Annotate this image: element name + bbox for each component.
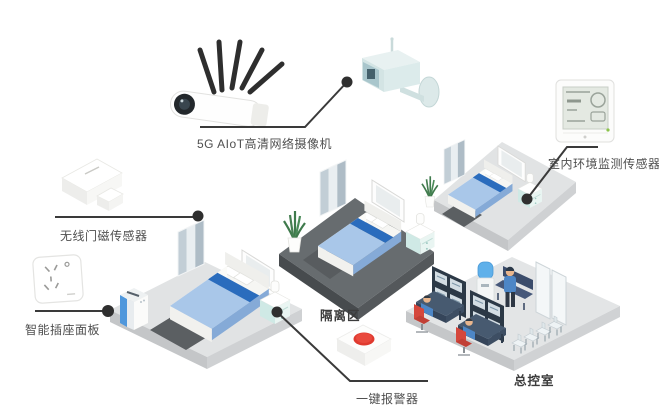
isolation-zone-label: 隔离区 xyxy=(320,308,361,323)
connector-dot xyxy=(341,76,353,88)
camera-5g-device xyxy=(169,39,285,127)
door-sensor-label: 无线门磁传感器 xyxy=(60,228,148,243)
socket-panel-label: 智能插座面板 xyxy=(25,322,100,337)
control-room-label: 总控室 xyxy=(514,373,555,388)
connectors xyxy=(35,76,598,382)
connector-env-sensor xyxy=(526,146,598,200)
bedroom-bottom-left xyxy=(110,219,302,369)
door xyxy=(535,261,567,326)
rug xyxy=(442,202,482,227)
connector-camera xyxy=(200,81,348,128)
door-sensor-device xyxy=(61,158,124,211)
air-purifier xyxy=(120,288,148,330)
env-sensor-device xyxy=(555,79,615,143)
camera-5g-label: 5G AIoT高清网络摄像机 xyxy=(197,136,332,151)
water-cooler xyxy=(476,261,495,302)
connector-dot xyxy=(271,306,283,318)
alarm-button-device xyxy=(336,324,392,366)
bedroom-top-right xyxy=(421,139,576,251)
nightstand xyxy=(405,213,435,255)
scene-camera-icon xyxy=(362,37,440,108)
connector-dot xyxy=(521,193,533,205)
security-guard xyxy=(504,266,516,307)
env-sensor-label: 室内环境监测传感器 xyxy=(548,156,659,171)
connector-dot xyxy=(192,210,204,222)
connector-alarm xyxy=(276,311,428,382)
rug xyxy=(150,314,212,350)
isolation-room xyxy=(279,159,435,320)
connector-dot xyxy=(102,305,114,317)
socket-panel-device xyxy=(32,254,84,304)
alarm-button-label: 一键报警器 xyxy=(356,391,419,406)
control-room xyxy=(406,257,620,371)
